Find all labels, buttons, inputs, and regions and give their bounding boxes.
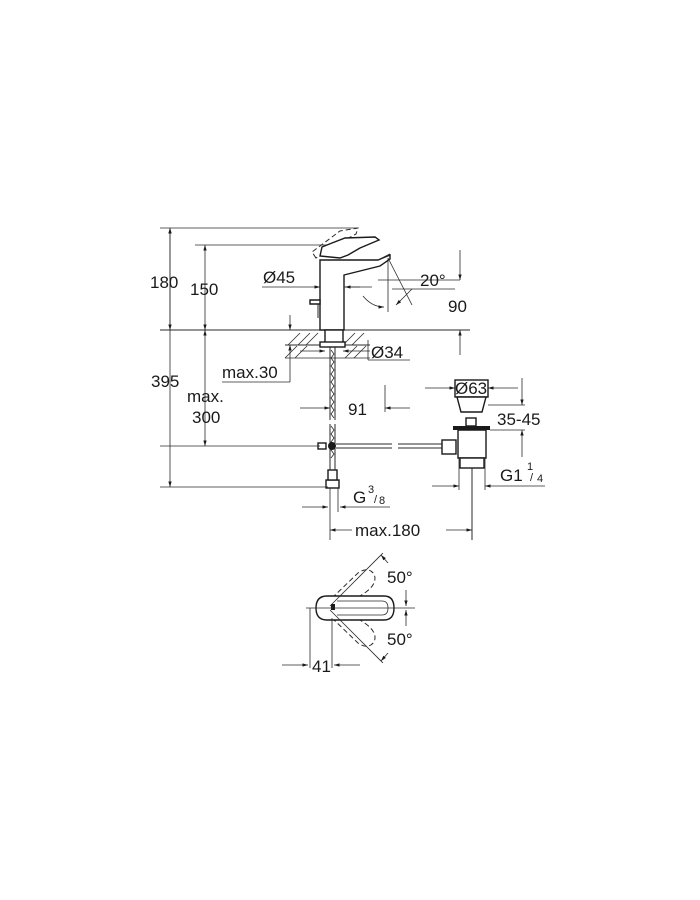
lever-position-down: [331, 609, 376, 647]
label-g3-8: G 3 / 8: [353, 484, 385, 507]
svg-text:4: 4: [537, 473, 543, 485]
label-d34: Ø34: [371, 343, 403, 362]
label-20deg: 20°: [420, 271, 446, 290]
label-90: 90: [448, 297, 467, 316]
label-35-45: 35-45: [497, 410, 540, 429]
shank-and-hoses: [317, 329, 346, 489]
label-max: max.: [187, 387, 224, 406]
label-300: 300: [192, 408, 220, 427]
label-g1-1-4: G1 1 / 4: [500, 461, 543, 485]
svg-text:1: 1: [527, 461, 533, 473]
svg-text:/: /: [374, 494, 378, 506]
label-d63: Ø63: [455, 379, 487, 398]
lever-position-up: [331, 569, 376, 607]
label-150: 150: [190, 280, 218, 299]
label-180: 180: [150, 273, 178, 292]
label-91: 91: [348, 400, 367, 419]
svg-text:8: 8: [379, 495, 385, 507]
label-41: 41: [312, 657, 331, 676]
label-d45: Ø45: [263, 268, 295, 287]
svg-text:G1: G1: [500, 466, 523, 485]
label-max30: max.30: [222, 363, 278, 382]
pop-up-waste: [441, 379, 490, 540]
label-395: 395: [151, 372, 179, 391]
tee-fitting: [328, 442, 336, 450]
svg-text:G: G: [353, 488, 366, 507]
label-max180: max.180: [355, 521, 420, 540]
faucet-body: [309, 227, 391, 331]
label-50deg-up: 50°: [387, 568, 413, 587]
front-view: 180 150 Ø45 20° 90 Ø34 max.30 395 max. 3…: [150, 227, 545, 540]
svg-text:/: /: [530, 472, 534, 484]
svg-text:3: 3: [368, 484, 374, 496]
label-50deg-down: 50°: [387, 630, 413, 649]
deck-hatching: [284, 332, 370, 359]
top-view: 50° 50° 41: [282, 552, 415, 676]
